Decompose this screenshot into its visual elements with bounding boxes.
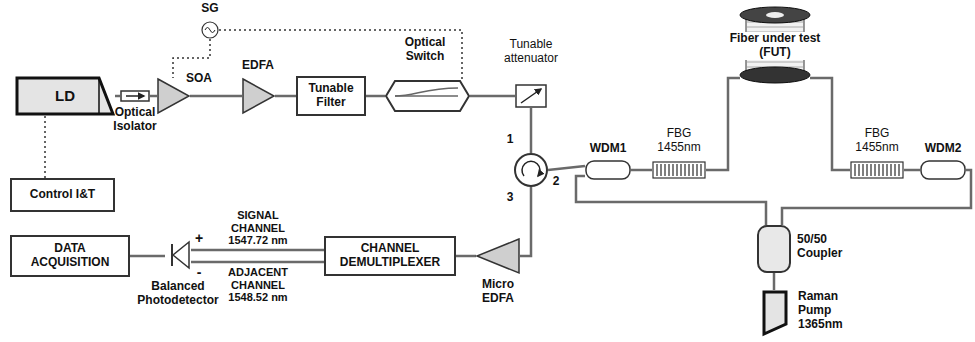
node-label: 3 (507, 191, 514, 205)
node-label: Optical Isolator (102, 106, 168, 134)
edfa-amplifier: EDFA (242, 78, 275, 114)
optical-fiber (470, 95, 515, 98)
fiber-coupler-symbol (757, 225, 791, 273)
optical-fiber (576, 176, 766, 225)
optical-fiber (548, 166, 585, 170)
node-label: Optical Switch (390, 36, 460, 64)
fiber-bragg-grating-symbol (850, 161, 904, 179)
optical-fiber (520, 187, 531, 256)
optical-isolator: Optical Isolator (120, 90, 150, 102)
optical-switch: Optical Switch (385, 80, 470, 112)
node-label: SG (201, 2, 218, 16)
optical-fiber (130, 255, 165, 258)
wdm-coupler: WDM1 (585, 160, 631, 180)
optical-fiber (366, 95, 385, 98)
optical-circulator: 123 (514, 153, 548, 187)
filter-box: Tunable Filter (296, 76, 366, 116)
signal-generator-symbol (201, 21, 219, 39)
optical-fiber (810, 78, 850, 170)
channel-label: ADJACENT CHANNEL 1548.52 nm (223, 266, 293, 304)
node-label: Control I&T (30, 188, 95, 202)
fiber-bragg-grating-symbol (652, 161, 706, 179)
node-label: Tunable Filter (302, 82, 360, 110)
optical-fiber (191, 249, 324, 252)
optical-fiber (706, 78, 740, 170)
node-label: Micro EDFA (475, 278, 521, 306)
optical-fiber (631, 169, 652, 172)
tunable-attenuator: Tunable attenuator (515, 84, 547, 108)
optical-fiber (530, 108, 533, 153)
soa-amplifier-symbol (157, 78, 190, 114)
optical-fiber (191, 261, 324, 264)
node-label: Balanced Photodetector (125, 280, 231, 308)
signal-generator: SG (201, 21, 219, 39)
balanced-photodetector: +-Balanced Photodetector (165, 240, 191, 270)
fiber-spool: Fiber under test (FUT) (740, 6, 810, 84)
data-acquisition-box: DATA ACQUISITION (10, 235, 130, 277)
optical-fiber (190, 95, 242, 98)
edfa-amplifier-symbol (242, 78, 275, 114)
fiber-bragg-grating: FBG 1455nm (850, 161, 904, 179)
channel-label: SIGNAL CHANNEL 1547.72 nm (223, 209, 293, 247)
node-label: 50/50 Coupler (797, 233, 867, 261)
node-label: LD (55, 87, 75, 104)
node-label: - (197, 264, 202, 280)
tunable-attenuator-symbol (515, 84, 547, 108)
optical-fiber (150, 95, 157, 98)
wdm-coupler-symbol (920, 160, 966, 180)
optical-fiber (275, 95, 296, 98)
optical-switch-symbol (385, 80, 470, 112)
optical-fiber (115, 95, 120, 98)
node-label: FBG 1455nm (652, 127, 706, 155)
optical-fiber (904, 169, 920, 172)
node-label: Fiber under test (FUT) (717, 32, 833, 60)
optical-isolator-symbol (120, 90, 150, 102)
fiber-coupler: 50/50 Coupler (757, 225, 791, 273)
balanced-photodetector-symbol (165, 240, 191, 270)
wdm-coupler: WDM2 (920, 160, 966, 180)
fiber-bragg-grating: FBG 1455nm (652, 161, 706, 179)
node-label: 1 (507, 133, 514, 147)
laser-diode: LD (15, 76, 115, 116)
node-label: WDM1 (590, 142, 627, 156)
micro-edfa-symbol (476, 238, 520, 274)
control-signal-line (44, 116, 46, 178)
optical-fiber (773, 273, 776, 290)
wdm-coupler-symbol (585, 160, 631, 180)
node-label: Raman Pump 1365nm (798, 290, 850, 331)
node-label: + (195, 230, 203, 246)
optical-circulator-symbol (514, 153, 548, 187)
node-label: EDFA (242, 59, 274, 73)
raman-pump-laser-symbol (762, 290, 788, 336)
optical-fiber (456, 255, 476, 258)
node-label: 2 (553, 175, 560, 189)
node-label: DATA ACQUISITION (20, 242, 120, 270)
node-label: SOA (186, 72, 212, 86)
demultiplexer-box: CHANNEL DEMULTIPLEXER (324, 236, 456, 276)
node-label: FBG 1455nm (850, 127, 904, 155)
micro-edfa: Micro EDFA (476, 238, 520, 274)
control-box: Control I&T (10, 178, 115, 212)
node-label: Tunable attenuator (495, 38, 567, 66)
node-label: WDM2 (925, 142, 962, 156)
raman-pump-laser: Raman Pump 1365nm (762, 290, 788, 336)
node-label: CHANNEL DEMULTIPLEXER (330, 242, 450, 270)
control-signal-line (219, 30, 462, 80)
soa-amplifier: SOA (157, 78, 190, 114)
